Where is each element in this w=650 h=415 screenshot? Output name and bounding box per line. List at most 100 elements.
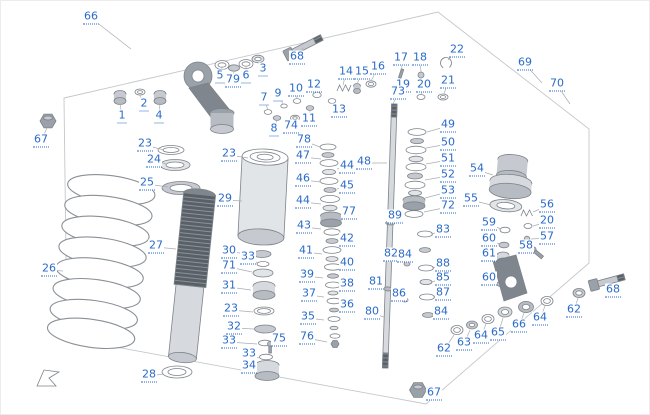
part-number-78[interactable]: 78 — [296, 132, 312, 148]
part-number-83[interactable]: 83 — [435, 222, 451, 238]
part-number-3[interactable]: 3 — [258, 61, 268, 77]
part-number-35[interactable]: 35 — [300, 309, 316, 325]
part-number-52[interactable]: 52 — [440, 167, 456, 183]
part-number-80[interactable]: 80 — [364, 304, 380, 320]
part-number-12[interactable]: 12 — [306, 77, 322, 93]
part-number-62[interactable]: 62 — [566, 302, 582, 318]
part-number-28[interactable]: 28 — [141, 367, 157, 383]
part-number-61[interactable]: 61 — [481, 246, 497, 262]
part-number-73[interactable]: 73 — [390, 84, 406, 100]
part-number-74[interactable]: 74 — [283, 118, 299, 134]
part-number-4[interactable]: 4 — [154, 108, 164, 124]
part-number-43[interactable]: 43 — [296, 218, 312, 234]
part-number-44[interactable]: 44 — [339, 158, 355, 174]
part-number-77[interactable]: 77 — [341, 204, 357, 220]
part-number-17[interactable]: 17 — [393, 50, 409, 66]
part-number-18[interactable]: 18 — [412, 50, 428, 66]
part-number-64[interactable]: 64 — [473, 328, 489, 344]
part-number-67[interactable]: 67 — [33, 132, 49, 148]
part-number-62[interactable]: 62 — [436, 341, 452, 357]
part-number-44[interactable]: 44 — [295, 193, 311, 209]
part-number-56[interactable]: 56 — [539, 197, 555, 213]
part-number-9[interactable]: 9 — [273, 86, 283, 102]
part-number-60[interactable]: 60 — [481, 231, 497, 247]
part-number-15[interactable]: 15 — [354, 64, 370, 80]
part-number-25[interactable]: 25 — [139, 175, 155, 191]
part-number-84[interactable]: 84 — [397, 247, 413, 263]
part-number-23[interactable]: 23 — [137, 136, 153, 152]
part-number-23[interactable]: 23 — [223, 301, 239, 317]
part-number-75[interactable]: 75 — [271, 331, 287, 347]
part-number-81[interactable]: 81 — [368, 274, 384, 290]
part-number-38[interactable]: 38 — [339, 276, 355, 292]
part-number-63[interactable]: 63 — [456, 335, 472, 351]
part-number-26[interactable]: 26 — [41, 261, 57, 277]
part-number-31[interactable]: 31 — [221, 278, 237, 294]
part-number-87[interactable]: 87 — [435, 285, 451, 301]
part-number-23[interactable]: 23 — [221, 146, 237, 162]
part-number-82[interactable]: 82 — [383, 246, 399, 262]
part-number-71[interactable]: 71 — [221, 258, 237, 274]
part-number-57[interactable]: 57 — [539, 229, 555, 245]
part-number-68[interactable]: 68 — [605, 282, 621, 298]
part-number-22[interactable]: 22 — [449, 42, 465, 58]
part-number-79[interactable]: 79 — [225, 72, 241, 88]
part-number-27[interactable]: 27 — [148, 238, 164, 254]
part-number-6[interactable]: 6 — [241, 68, 251, 84]
part-number-85[interactable]: 85 — [435, 270, 451, 286]
part-number-5[interactable]: 5 — [215, 68, 225, 84]
part-number-70[interactable]: 70 — [549, 76, 565, 92]
part-number-48[interactable]: 48 — [356, 154, 372, 170]
part-number-47[interactable]: 47 — [295, 148, 311, 164]
part-number-76[interactable]: 76 — [299, 329, 315, 345]
part-number-66[interactable]: 66 — [83, 9, 99, 25]
part-number-68[interactable]: 68 — [289, 49, 305, 65]
part-number-30[interactable]: 30 — [221, 243, 237, 259]
part-number-60[interactable]: 60 — [481, 270, 497, 286]
part-number-32[interactable]: 32 — [226, 319, 242, 335]
part-number-29[interactable]: 29 — [217, 191, 233, 207]
part-number-2[interactable]: 2 — [139, 96, 149, 112]
part-number-72[interactable]: 72 — [440, 198, 456, 214]
part-number-11[interactable]: 11 — [301, 111, 317, 127]
part-number-39[interactable]: 39 — [299, 267, 315, 283]
part-number-69[interactable]: 69 — [517, 55, 533, 71]
part-number-7[interactable]: 7 — [259, 90, 269, 106]
part-number-8[interactable]: 8 — [269, 121, 279, 137]
part-number-86[interactable]: 86 — [391, 286, 407, 302]
part-number-33[interactable]: 33 — [221, 333, 237, 349]
part-number-1[interactable]: 1 — [117, 108, 127, 124]
part-number-55[interactable]: 55 — [463, 191, 479, 207]
part-number-41[interactable]: 41 — [298, 243, 314, 259]
part-number-36[interactable]: 36 — [339, 297, 355, 313]
part-number-14[interactable]: 14 — [338, 64, 354, 80]
part-number-37[interactable]: 37 — [301, 286, 317, 302]
part-number-10[interactable]: 10 — [288, 81, 304, 97]
part-number-40[interactable]: 40 — [339, 255, 355, 271]
part-number-89[interactable]: 89 — [387, 208, 403, 224]
part-number-84[interactable]: 84 — [433, 304, 449, 320]
part-number-64[interactable]: 64 — [532, 310, 548, 326]
part-number-46[interactable]: 46 — [295, 171, 311, 187]
part-number-49[interactable]: 49 — [440, 117, 456, 133]
part-number-88[interactable]: 88 — [435, 256, 451, 272]
part-number-33[interactable]: 33 — [240, 249, 256, 265]
part-number-66[interactable]: 66 — [511, 317, 527, 333]
part-number-16[interactable]: 16 — [370, 59, 386, 75]
part-number-20[interactable]: 20 — [416, 77, 432, 93]
part-number-54[interactable]: 54 — [469, 161, 485, 177]
part-number-20[interactable]: 20 — [539, 213, 555, 229]
part-number-67[interactable]: 67 — [426, 385, 442, 401]
part-number-13[interactable]: 13 — [331, 102, 347, 118]
part-number-51[interactable]: 51 — [440, 151, 456, 167]
part-number-42[interactable]: 42 — [339, 231, 355, 247]
part-number-34[interactable]: 34 — [241, 358, 257, 374]
part-number-53[interactable]: 53 — [440, 183, 456, 199]
part-number-24[interactable]: 24 — [146, 152, 162, 168]
part-number-21[interactable]: 21 — [440, 73, 456, 89]
part-number-50[interactable]: 50 — [440, 135, 456, 151]
part-number-58[interactable]: 58 — [518, 238, 534, 254]
part-number-65[interactable]: 65 — [490, 325, 506, 341]
part-number-45[interactable]: 45 — [339, 178, 355, 194]
part-number-59[interactable]: 59 — [481, 215, 497, 231]
